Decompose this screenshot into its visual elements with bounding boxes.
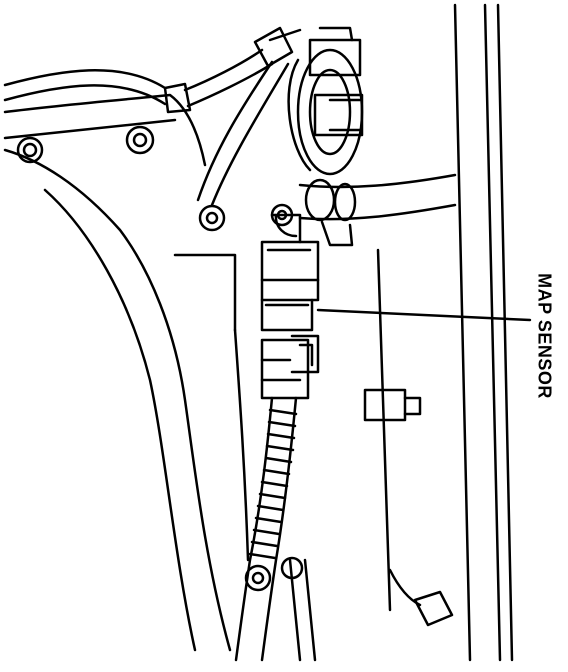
manifold-bolts: [16, 125, 304, 592]
bolt-upper: [125, 125, 155, 155]
diagonal-tube: [196, 60, 290, 207]
bolt-lower: [244, 564, 272, 592]
lower-pipes: [288, 558, 317, 662]
callout-leader: [316, 308, 532, 322]
wiring-harness: [234, 396, 298, 662]
map-sensor-label: MAP SENSOR: [534, 273, 555, 399]
intake-manifold: [3, 93, 250, 652]
throttle-component: [287, 26, 364, 176]
sensor-connector: [260, 334, 320, 400]
horizontal-hose: [298, 173, 457, 247]
lower-fitting: [388, 568, 454, 627]
map-sensor: [260, 213, 320, 332]
body-panel-lines: [376, 3, 514, 662]
clip-bracket: [363, 388, 422, 422]
bolt-center: [198, 204, 226, 232]
bolt-left: [16, 136, 44, 164]
upper-vacuum-hose: [3, 26, 302, 114]
